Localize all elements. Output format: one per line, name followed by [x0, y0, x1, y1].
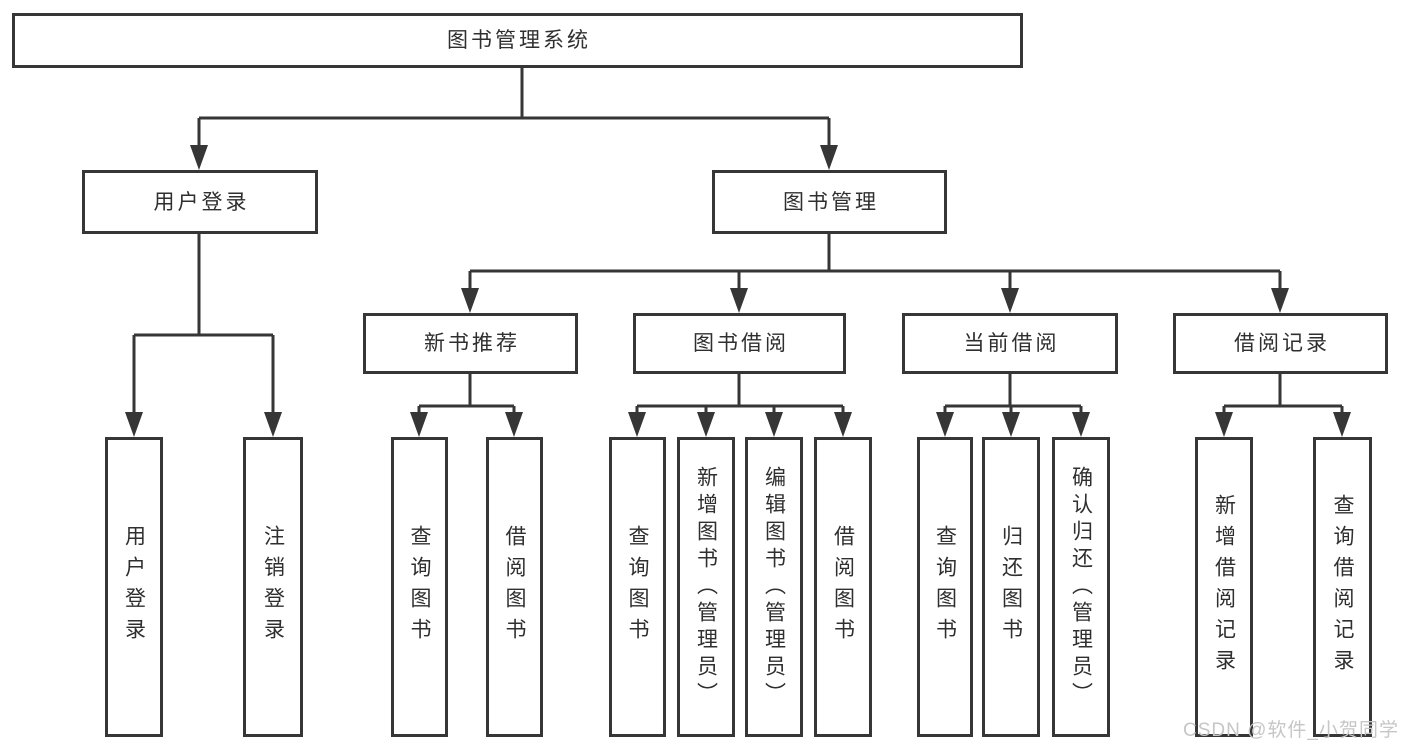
leaf-borrow-edit-books-admin: 编辑图书（管理员）: [745, 437, 803, 737]
leaf-user-login: 用户登录: [105, 437, 163, 737]
node-borrow-records: 借阅记录: [1173, 313, 1388, 374]
node-book-borrow: 图书借阅: [633, 313, 846, 374]
leaf-current-return-books: 归还图书: [982, 437, 1040, 737]
root-box-library-system: 图书管理系统: [12, 13, 1023, 68]
node-user-login: 用户登录: [82, 170, 318, 234]
arrowheads: [125, 145, 1351, 437]
node-book-management: 图书管理: [712, 170, 947, 234]
leaf-recommend-borrow-books: 借阅图书: [486, 437, 543, 737]
leaf-borrow-add-books-admin: 新增图书（管理员）: [677, 437, 735, 737]
leaf-records-add-record: 新增借阅记录: [1195, 437, 1253, 737]
leaf-recommend-query-books: 查询图书: [391, 437, 448, 737]
leaf-records-query-record: 查询借阅记录: [1313, 437, 1372, 737]
node-new-book-recommend: 新书推荐: [363, 313, 578, 374]
leaf-borrow-query-books: 查询图书: [609, 437, 666, 737]
node-current-borrow: 当前借阅: [902, 313, 1118, 374]
leaf-logout: 注销登录: [243, 437, 303, 737]
leaf-current-query-books: 查询图书: [917, 437, 973, 737]
csdn-watermark: CSDN @软件_小贺同学: [1183, 720, 1399, 741]
leaf-current-confirm-return-admin: 确认归还（管理员）: [1052, 437, 1110, 737]
leaf-borrow-borrow-books: 借阅图书: [814, 437, 872, 737]
